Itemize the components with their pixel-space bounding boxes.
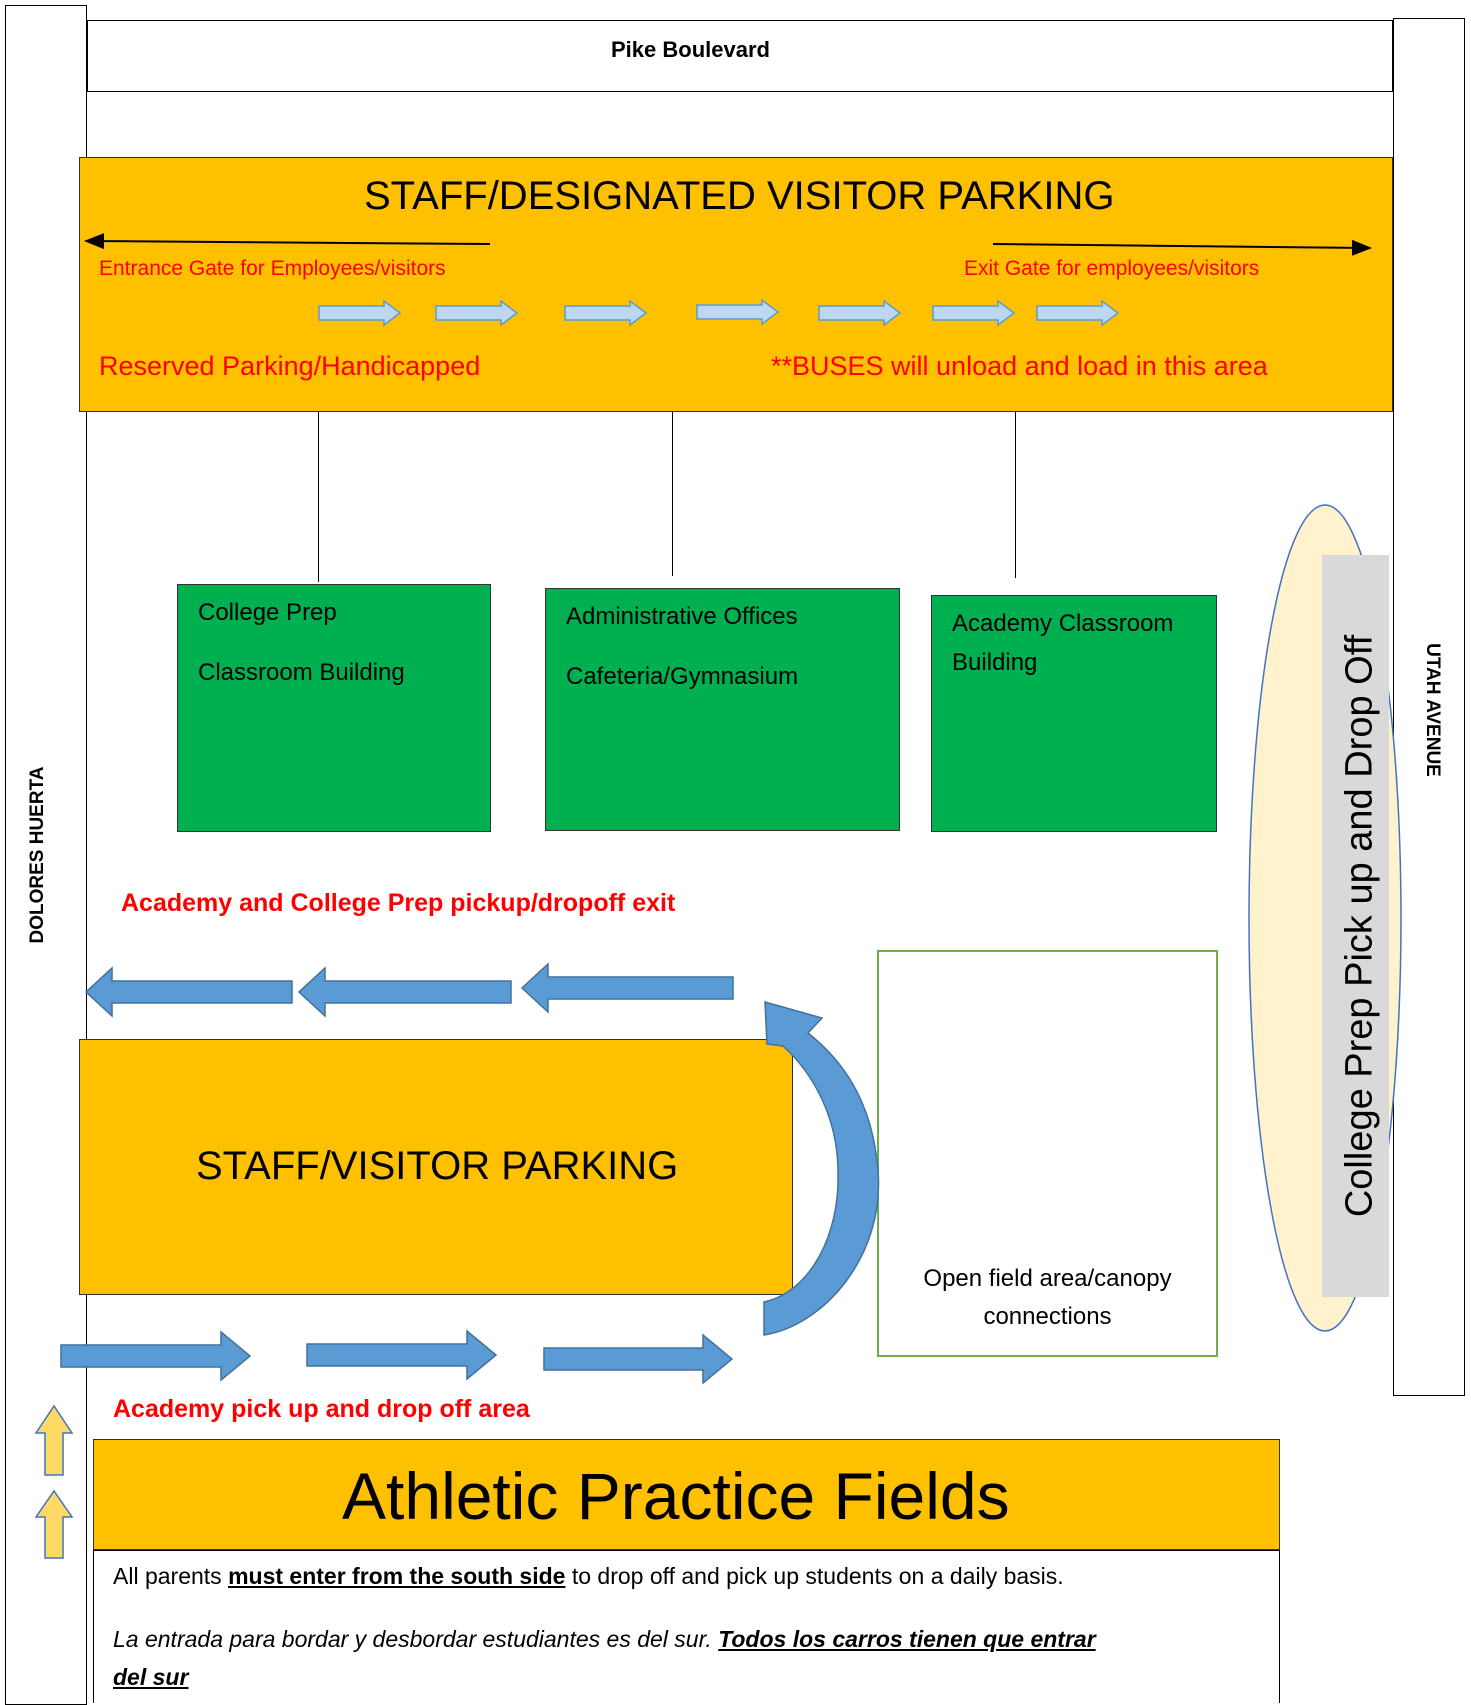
notice-english-text: to drop off and pick up students on a da… [565,1563,1064,1589]
bottom-parking-title: STAFF/VISITOR PARKING [196,1144,679,1188]
academy-classroom-building: Academy Classroom Building [931,595,1217,832]
reserved-parking-label: Reserved Parking/Handicapped [99,351,481,381]
athletic-practice-fields [93,1439,1280,1550]
north-street [87,20,1393,92]
notice-spanish-emphasis: Todos los carros tienen que entrar [718,1626,1096,1652]
building-label: Academy Classroom [952,610,1174,637]
north-arrow-icon [34,1404,74,1476]
college-prep-pickup-label: College Prep Pick up and Drop Off [1338,634,1381,1218]
building-label: Cafeteria/Gymnasium [566,663,799,690]
flow-arrow-icon [318,299,402,327]
athletic-fields-title: Athletic Practice Fields [342,1459,1010,1533]
academy-pickup-label: Academy pick up and drop off area [113,1395,530,1423]
college-prep-pickup-banner [1322,555,1389,1297]
flow-arrow-icon [818,299,902,327]
building-label: College Prep [198,599,337,626]
entry-route-arrow-icon [306,1329,498,1381]
flow-arrow-icon [696,298,780,326]
north-street-label: Pike Boulevard [611,37,770,62]
exit-route-arrow-icon [520,962,734,1014]
exit-gate-label: Exit Gate for employees/visitors [964,257,1260,280]
notice-box: All parents must enter from the south si… [93,1550,1280,1703]
entrance-gate-label: Entrance Gate for Employees/visitors [99,257,446,280]
building-label: Administrative Offices [566,603,798,630]
staff-visitor-parking [79,1039,793,1295]
notice-english: All parents must enter from the south si… [113,1563,1064,1590]
flow-arrow-icon [932,299,1016,327]
open-field-label: connections [983,1303,1112,1330]
north-arrow-icon [34,1489,74,1559]
exit-route-arrow-icon [297,966,512,1018]
notice-english-text: All parents [113,1563,229,1589]
connector-line [672,412,673,576]
flow-arrow-icon [1036,299,1120,327]
connector-line [1015,412,1016,578]
flow-arrow-icon [564,299,648,327]
building-label: Classroom Building [198,659,405,686]
east-street [1393,18,1465,1396]
pickup-dropoff-exit-label: Academy and College Prep pickup/dropoff … [121,889,676,917]
connector-line [318,412,319,582]
notice-english-emphasis: must enter from the south side [228,1563,566,1589]
exit-route-arrow-icon [84,966,293,1018]
notice-spanish-text: La entrada para bordar y desbordar estud… [113,1626,719,1652]
administrative-offices-building: Administrative Offices Cafeteria/Gymnasi… [545,588,900,831]
top-parking-title: STAFF/DESIGNATED VISITOR PARKING [364,174,1115,218]
building-label: Building [952,649,1038,676]
notice-spanish: La entrada para bordar y desbordar estud… [113,1626,1096,1653]
open-field-label: Open field area/canopy [923,1265,1172,1292]
entry-route-arrow-icon [543,1333,734,1385]
open-field-area: Open field area/canopy connections [877,950,1218,1357]
flow-arrow-icon [435,299,519,327]
buses-label: **BUSES will unload and load in this are… [771,351,1268,381]
college-prep-classroom-building: College Prep Classroom Building [177,584,491,832]
entry-route-arrow-icon [60,1330,252,1382]
staff-designated-visitor-parking [79,157,1393,412]
entrance-arrow [84,233,491,250]
exit-arrow [992,239,1372,256]
notice-spanish-line2: del sur [113,1664,189,1690]
u-turn-arrow-icon [763,1000,880,1336]
